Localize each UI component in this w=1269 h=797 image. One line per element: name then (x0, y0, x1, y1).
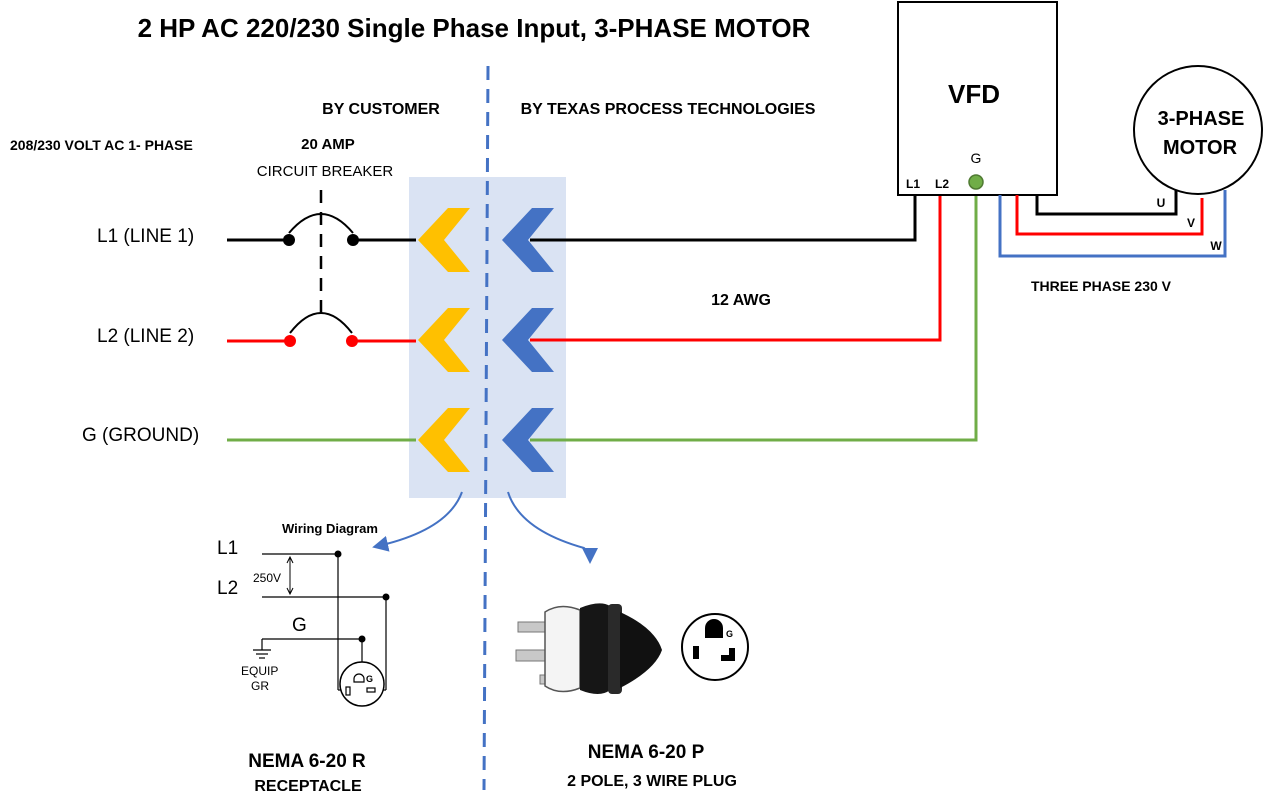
wire-phase-u (1035, 190, 1178, 216)
connector-l1-ttp (502, 208, 554, 272)
connector-g-customer (418, 408, 470, 472)
receptacle-subtitle: RECEPTACLE (254, 778, 362, 795)
vfd-terminal-g: G (971, 150, 982, 166)
plug-face-g-label: G (726, 629, 733, 639)
motor-terminal-u: U (1157, 196, 1166, 210)
circuit-breaker (227, 190, 416, 442)
breaker-rating: 20 AMP (301, 136, 355, 153)
wiring-l1-label: L1 (217, 538, 238, 559)
vfd-box (897, 1, 1058, 196)
vfd-title: VFD (948, 79, 1000, 109)
receptacle-arrow (372, 491, 463, 552)
connector-g-ttp (502, 408, 554, 472)
plug-illustration (515, 603, 662, 694)
equip-label: EQUIP (241, 664, 278, 678)
vfd-terminal-l1: L1 (906, 177, 920, 191)
supply-label: 208/230 VOLT AC 1- PHASE (10, 137, 193, 153)
customer-connectors (418, 208, 470, 472)
line2-label: L2 (LINE 2) (97, 326, 194, 347)
plug-subtitle: 2 POLE, 3 WIRE PLUG (567, 773, 737, 790)
wire-gauge-label: 12 AWG (711, 292, 771, 309)
plug-arrow (507, 491, 598, 564)
wire-l2 (530, 192, 942, 342)
receptacle-name: NEMA 6-20 R (248, 751, 366, 772)
wiring-voltage-label: 250V (253, 571, 281, 585)
responsibility-divider (482, 65, 490, 791)
wiring-g-label: G (292, 615, 307, 636)
by-ttp-heading: BY TEXAS PROCESS TECHNOLOGIES (521, 101, 816, 118)
line1-label: L1 (LINE 1) (97, 226, 194, 247)
plug-name: NEMA 6-20 P (588, 742, 705, 763)
three-phase-label: THREE PHASE 230 V (1031, 278, 1172, 294)
motor-terminal-w: W (1210, 239, 1222, 253)
wire-phase-w (998, 190, 1227, 258)
ttp-connectors (502, 208, 554, 472)
breaker-label: CIRCUIT BREAKER (257, 163, 394, 180)
outlet-g-label: G (366, 674, 373, 684)
wire-l1 (530, 192, 917, 242)
vfd-terminal-l2: L2 (935, 177, 949, 191)
wire-phase-v (1015, 195, 1204, 236)
wiring-l2-label: L2 (217, 578, 238, 599)
connector-l2-customer (418, 308, 470, 372)
vfd-ground-terminal (968, 174, 984, 190)
motor-circle (1133, 65, 1263, 195)
plug-face-icon: G (681, 613, 749, 681)
wiring-diagram-title: Wiring Diagram (282, 521, 378, 536)
receptacle-wiring-diagram: Wiring Diagram L1 L2 250V G EQUIP GR G (217, 521, 390, 707)
equip-gr-label: GR (251, 679, 269, 693)
by-customer-heading: BY CUSTOMER (322, 101, 440, 118)
motor-label-line2: MOTOR (1163, 137, 1238, 159)
motor-label-line1: 3-PHASE (1158, 108, 1245, 130)
diagram-title: 2 HP AC 220/230 Single Phase Input, 3-PH… (138, 13, 811, 43)
wire-ground (530, 183, 978, 442)
connector-l2-ttp (502, 308, 554, 372)
connector-l1-customer (418, 208, 470, 272)
ground-label: G (GROUND) (82, 425, 199, 446)
motor-terminal-v: V (1187, 216, 1195, 230)
